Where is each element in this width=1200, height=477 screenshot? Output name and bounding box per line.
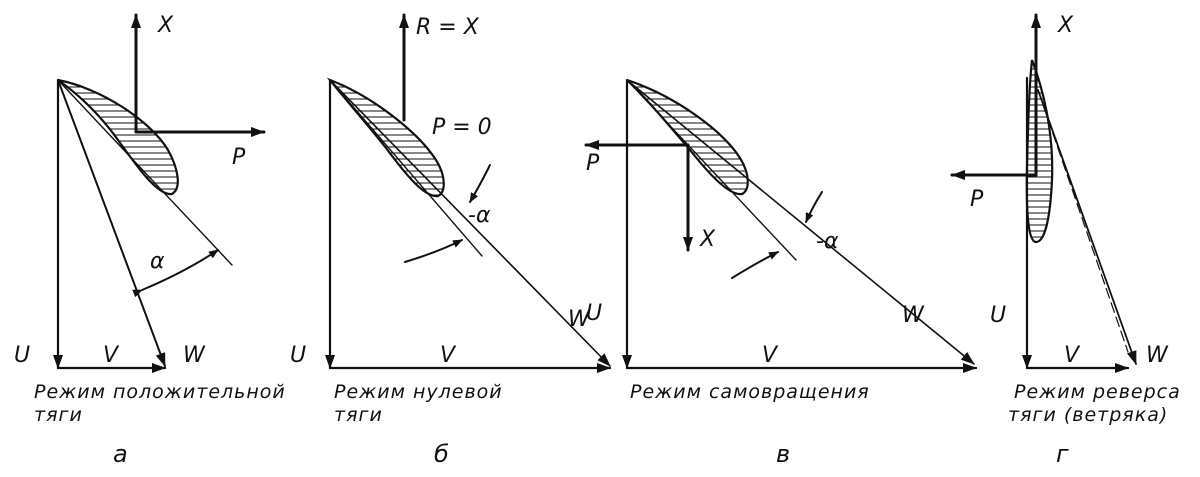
caption-g-line2: тяги (ветряка) <box>1008 404 1168 426</box>
p-zero-label-b: P = 0 <box>432 115 492 140</box>
angle-arc-b-lower <box>404 239 463 263</box>
x-label-v: X <box>699 227 716 252</box>
panel-letter-b: б <box>434 440 449 468</box>
w-label-a: W <box>183 343 206 368</box>
airfoil-g <box>1025 59 1054 244</box>
angle-arc-b-upper <box>469 164 491 203</box>
chord-line-g <box>1037 89 1129 353</box>
panel-letter-g: г <box>1056 440 1069 468</box>
angle-arc-a <box>132 249 219 298</box>
angle-label-v: -α <box>816 229 839 254</box>
caption-g-line1: Режим реверса <box>1014 381 1181 403</box>
panel-a: X P α U V W Режим положительной тяги а <box>14 13 286 468</box>
panel-letter-v: в <box>776 440 790 468</box>
v-label-v: V <box>762 343 779 368</box>
v-label-g: V <box>1064 343 1081 368</box>
panel-v: P X -α U V W Режим самовращения в <box>584 78 978 468</box>
panel-letter-a: а <box>113 440 128 468</box>
v-label-a: V <box>103 343 120 368</box>
caption-b-line2: тяги <box>334 404 383 426</box>
w-label-v: W <box>902 303 925 328</box>
p-label-a: P <box>232 145 246 170</box>
p-label-v: P <box>586 151 600 176</box>
w-vector-a <box>57 79 166 367</box>
u-label-g: U <box>990 303 1006 328</box>
u-label-v: U <box>586 301 602 326</box>
w-label-g: W <box>1146 343 1169 368</box>
angle-arc-v-lower <box>731 251 779 279</box>
u-label-a: U <box>14 343 30 368</box>
v-label-b: V <box>440 343 457 368</box>
angle-arc-v-upper <box>805 191 823 223</box>
airfoil-v <box>626 78 749 196</box>
r-x-label-b: R = X <box>416 15 480 40</box>
caption-a-line1: Режим положительной <box>34 381 286 403</box>
w-vector-g <box>1037 89 1137 365</box>
panel-g: X P U V W Режим реверса тяги (ветряка) г <box>950 13 1181 468</box>
panel-b: R = X P = 0 -α U V W Режим нулевой тяги … <box>290 13 612 468</box>
u-label-b: U <box>290 343 306 368</box>
airfoil-b <box>326 77 445 198</box>
airfoil-a <box>57 78 179 196</box>
x-label-a: X <box>157 13 174 38</box>
caption-a-line2: тяги <box>34 404 83 426</box>
caption-b-line1: Режим нулевой <box>334 381 503 403</box>
angle-label-a: α <box>150 249 165 274</box>
angle-label-b: -α <box>468 203 491 228</box>
p-label-g: P <box>970 187 984 212</box>
w-label-b: W <box>568 307 591 332</box>
caption-v-line1: Режим самовращения <box>630 381 870 403</box>
x-label-g: X <box>1057 13 1074 38</box>
